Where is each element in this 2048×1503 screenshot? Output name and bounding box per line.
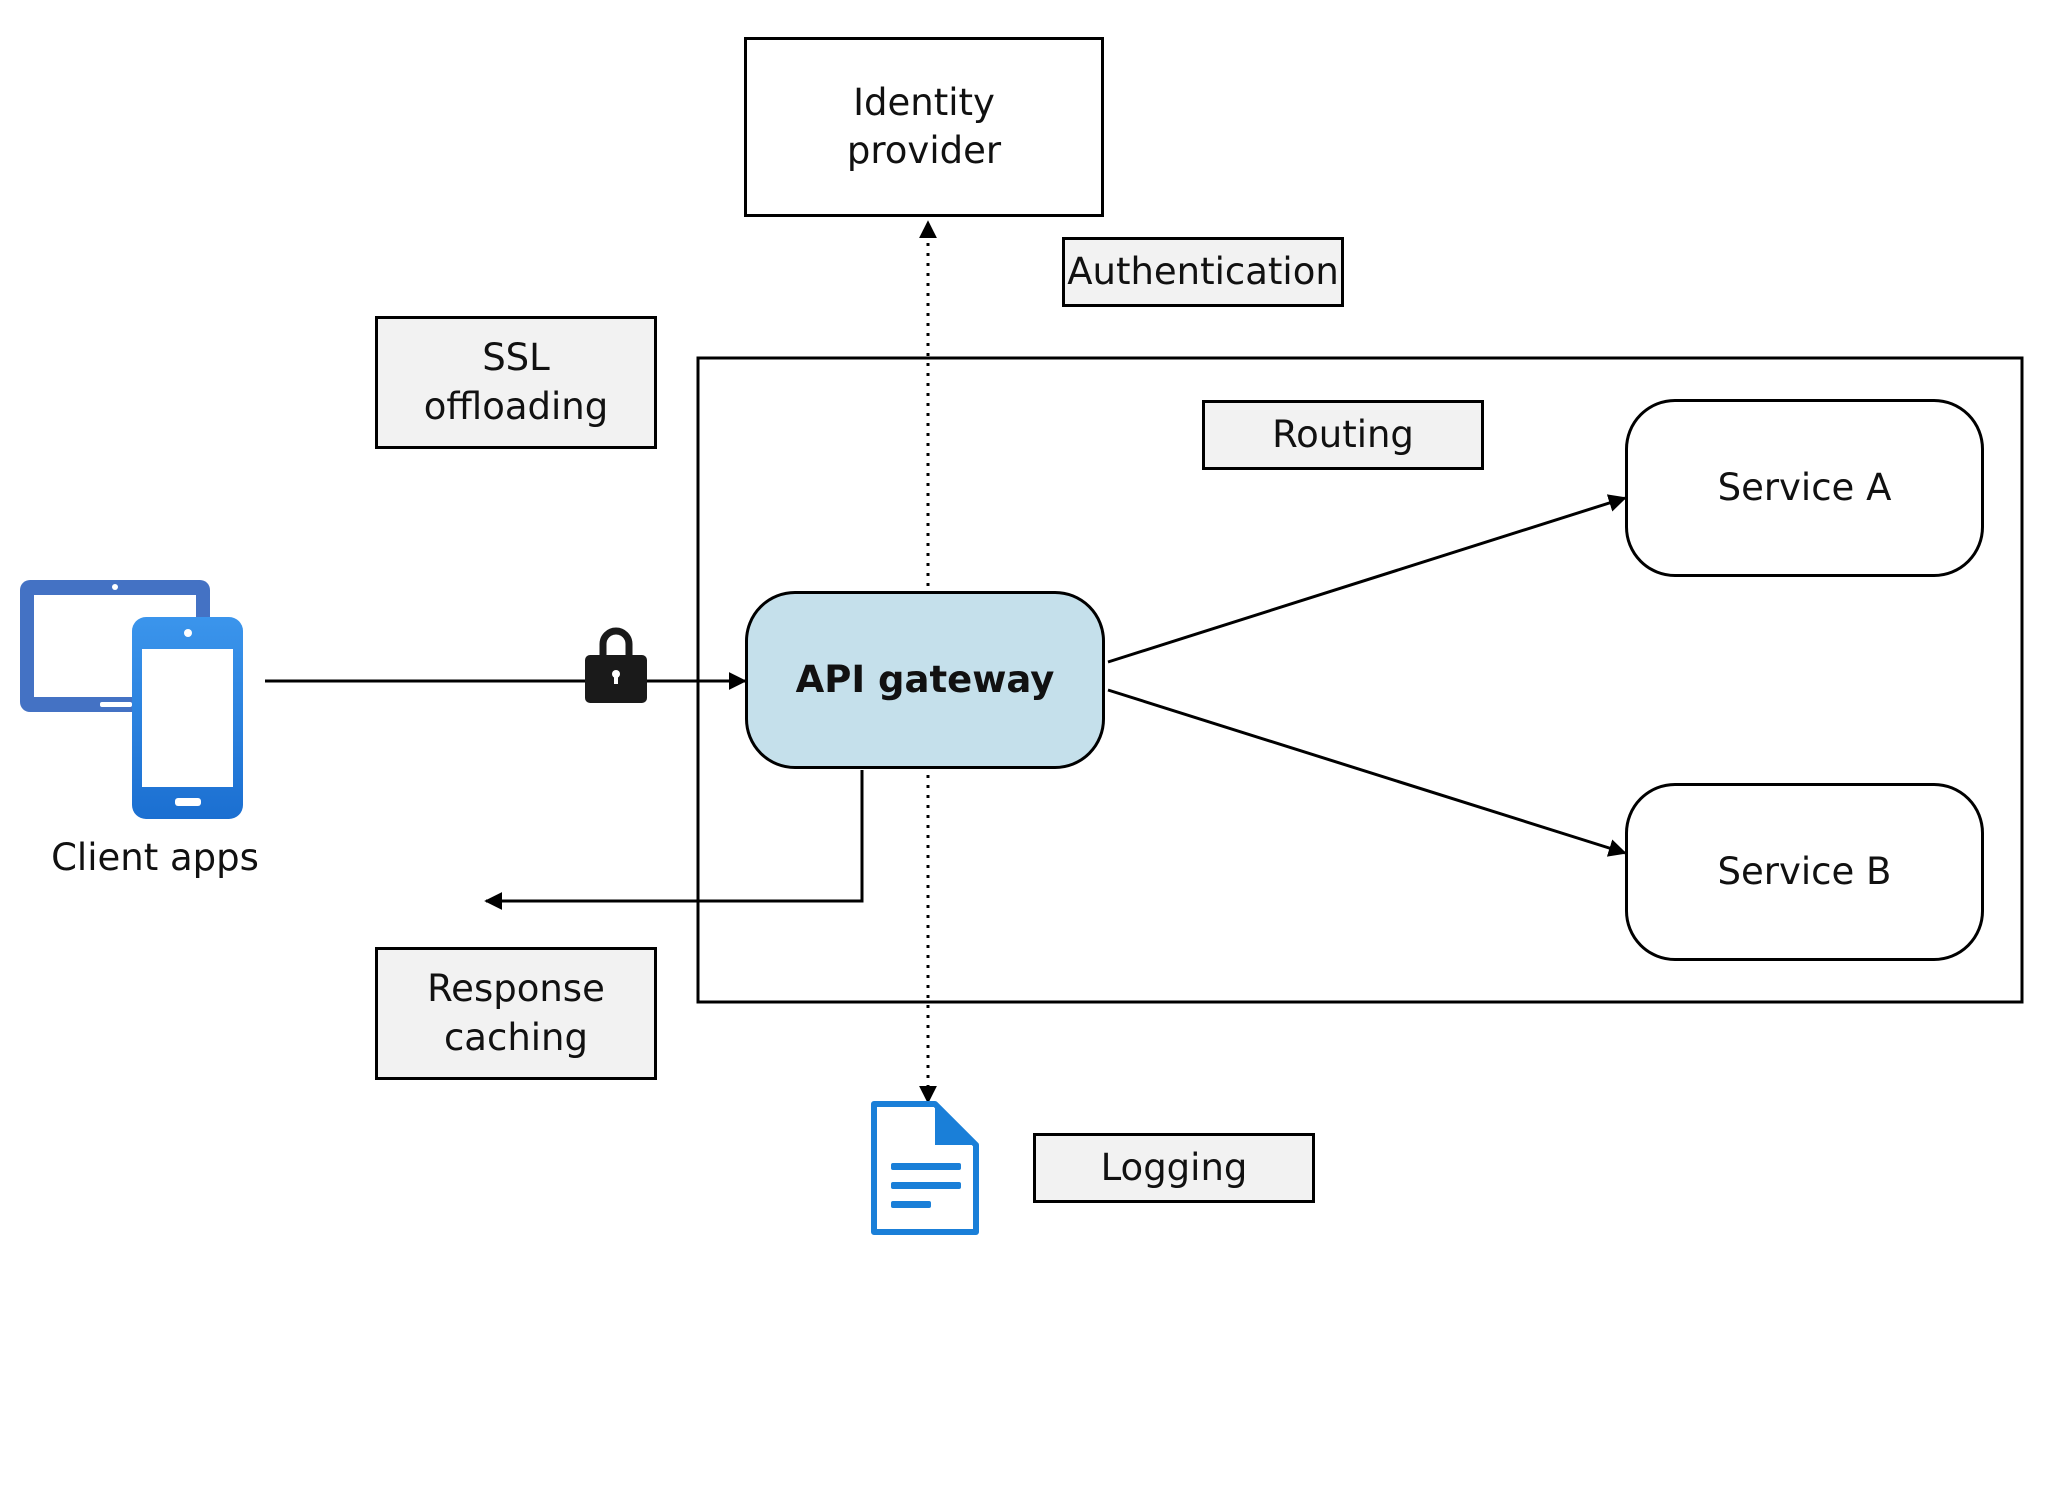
identity-provider-box: Identity provider (744, 37, 1104, 217)
ssl-offloading-label: SSL offloading (375, 316, 657, 449)
gateway-to-service-b-arrow (1107, 688, 1627, 857)
routing-label: Routing (1202, 400, 1484, 470)
client-apps-caption: Client apps (51, 836, 259, 879)
lock-icon (585, 627, 647, 703)
service-a-box: Service A (1625, 399, 1984, 577)
response-return-arrow (484, 770, 864, 910)
gateway-to-service-a-arrow (1107, 494, 1627, 664)
logging-label: Logging (1033, 1133, 1315, 1203)
devices-icon (20, 580, 243, 819)
authentication-label: Authentication (1062, 237, 1344, 307)
api-gateway-box: API gateway (745, 591, 1105, 769)
document-icon (871, 1101, 979, 1235)
response-caching-label: Response caching (375, 947, 657, 1080)
service-b-box: Service B (1625, 783, 1984, 961)
